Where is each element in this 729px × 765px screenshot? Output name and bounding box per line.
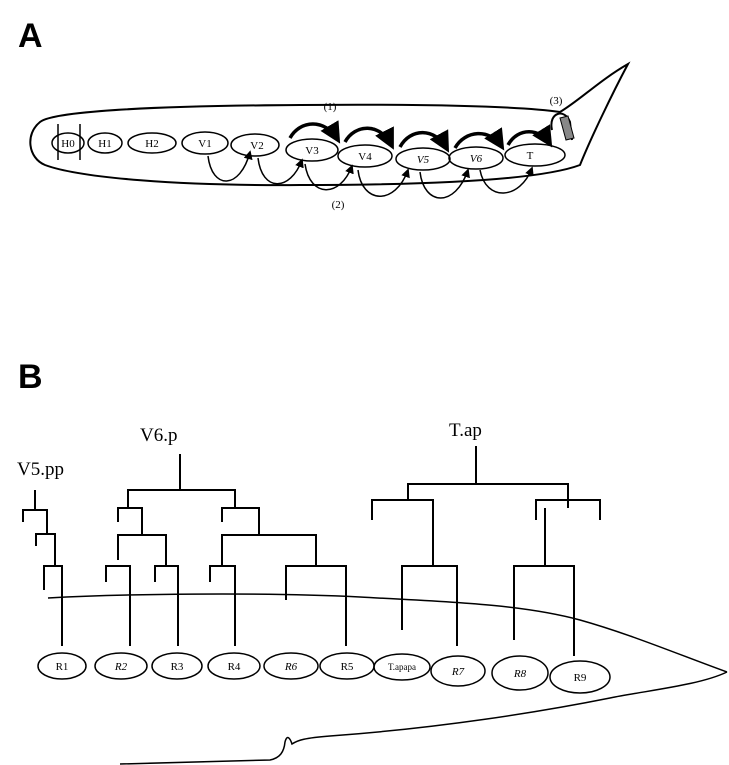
cell-v4: V4 [338, 145, 392, 167]
cell-v6: V6 [449, 147, 503, 169]
lineage-v6p-label: V6.p [140, 425, 177, 446]
svg-text:V1: V1 [198, 138, 211, 150]
cell-h2: H2 [128, 133, 176, 153]
svg-text:V2: V2 [250, 140, 263, 152]
svg-text:R1: R1 [56, 661, 69, 673]
svg-text:V4: V4 [358, 151, 372, 163]
ray-r7: R7 [431, 656, 485, 686]
marker-1: (1) [324, 101, 337, 113]
ray-r1: R1 [38, 653, 86, 679]
ray-r2: R2 [95, 653, 147, 679]
cell-v2: V2 [231, 134, 279, 156]
cell-v5: V5 [396, 148, 450, 170]
ray-r5: R5 [320, 653, 374, 679]
svg-text:R4: R4 [228, 661, 241, 673]
svg-text:R3: R3 [171, 661, 184, 673]
svg-text:H2: H2 [145, 138, 158, 150]
migration-arrows-upper [290, 124, 550, 149]
lineage-v5pp-label: V5.pp [17, 459, 64, 480]
lineage-tap-label: T.ap [449, 420, 482, 441]
lineage-tree-v6p [106, 454, 346, 646]
cell-h0: H0 [52, 133, 84, 153]
lineage-tree-tap [372, 446, 600, 656]
cell-v1: V1 [182, 132, 228, 154]
svg-text:R8: R8 [513, 668, 527, 680]
cell-v3: V3 [286, 139, 338, 161]
svg-text:R6: R6 [284, 661, 298, 673]
worm-body-outline [30, 64, 628, 185]
marker-2: (2) [332, 199, 345, 211]
svg-text:V3: V3 [305, 145, 319, 157]
ray-r9: R9 [550, 661, 610, 693]
svg-text:V6: V6 [470, 153, 483, 165]
svg-text:V5: V5 [417, 154, 430, 166]
svg-text:R7: R7 [451, 666, 465, 678]
svg-text:R2: R2 [114, 661, 128, 673]
ray-r6: R6 [264, 653, 318, 679]
cell-h1: H1 [88, 133, 122, 153]
panel-a-cells: H0 H1 H2 V1 V2 V3 V4 V5 V6 T [52, 132, 565, 170]
tail-body-outline-upper [48, 594, 727, 672]
panel-a-label: A [18, 17, 43, 55]
panel-b-label: B [18, 358, 43, 396]
cell-t: T [505, 144, 565, 166]
tail-body-outline-lower [120, 672, 727, 764]
svg-text:H0: H0 [61, 138, 75, 150]
svg-text:H1: H1 [98, 138, 111, 150]
ray-r8: R8 [492, 656, 548, 690]
ray-r3: R3 [152, 653, 202, 679]
marker-3: (3) [550, 95, 563, 107]
ray-r4: R4 [208, 653, 260, 679]
svg-text:R5: R5 [341, 661, 354, 673]
svg-text:T.apapa: T.apapa [388, 662, 416, 672]
lineage-tree-v5pp [23, 490, 62, 646]
svg-text:R9: R9 [574, 672, 587, 684]
svg-text:T: T [527, 150, 534, 162]
tail-hatched-arrow [551, 114, 574, 140]
panel-b-rays: R1 R2 R3 R4 R6 R5 T.apapa R7 R8 R9 [38, 653, 610, 693]
ray-t-apapa: T.apapa [374, 654, 430, 680]
